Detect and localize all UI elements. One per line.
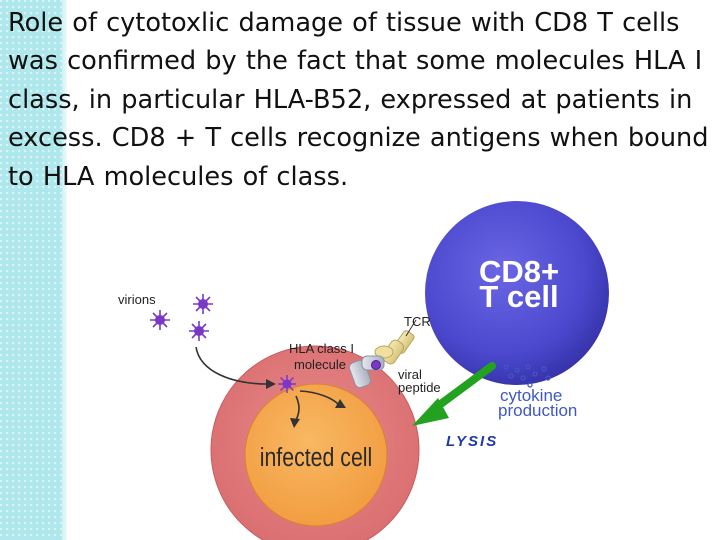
infected-cell: infected cell	[210, 345, 420, 540]
hla-label-line2: molecule	[294, 357, 346, 372]
virion-icon	[278, 375, 296, 393]
virion-entry-arrow	[195, 346, 276, 389]
tcr-hla-complex-icon	[348, 330, 415, 389]
viral-peptide-label-line2: peptide	[398, 380, 441, 395]
virion-icon	[150, 310, 170, 330]
viral-peptide-label-line1: viral	[398, 367, 422, 382]
infected-cell-label: infected cell	[260, 443, 373, 473]
cd8-cell-label-line2: T cell	[479, 279, 558, 314]
cytokine-label-line1: cytokine	[500, 386, 562, 405]
tcr-label: TCR	[404, 314, 431, 329]
tcr-pointer-line	[405, 319, 417, 337]
decorative-left-band	[0, 0, 66, 540]
virions-label: virions	[118, 292, 156, 307]
lysis-arrow	[412, 362, 496, 426]
slide-body-text: Role of cytotoxlic damage of tissue with…	[8, 8, 709, 192]
cd8-t-cell: CD8+ T cell	[425, 201, 609, 385]
hla-label-line1: HLA class I	[289, 341, 354, 356]
cytokine-label-line2: production	[498, 401, 577, 420]
virion-icon	[193, 294, 213, 314]
cd8-cell-label-line1: CD8+	[479, 254, 559, 289]
internal-process-arrows	[290, 390, 346, 428]
lysis-label: LYSIS	[446, 433, 498, 450]
cytokine-dots	[503, 364, 551, 388]
virion-icon	[189, 321, 209, 341]
left-band-edge	[62, 0, 67, 540]
